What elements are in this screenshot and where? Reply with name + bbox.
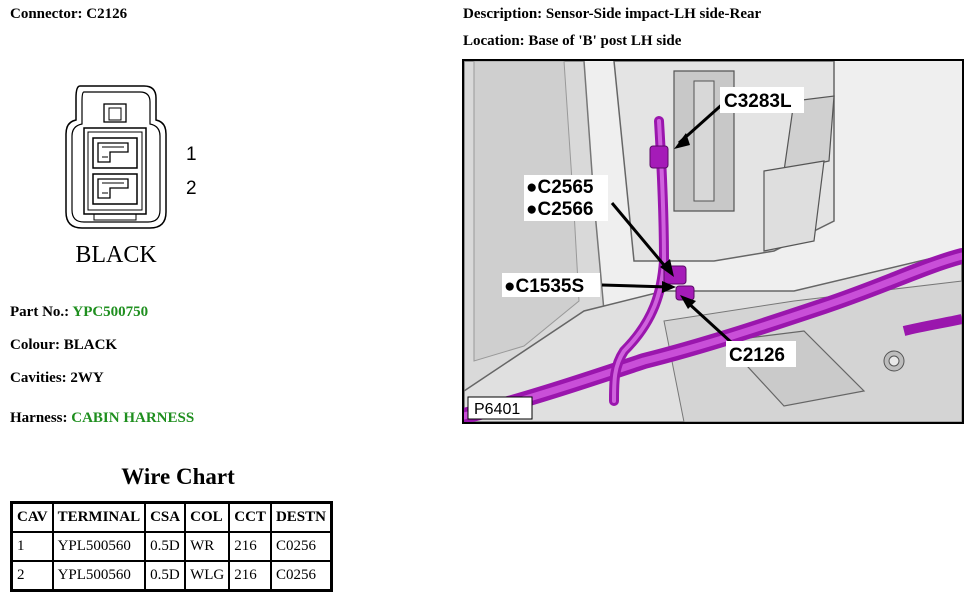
colour-row: Colour: BLACK — [10, 337, 117, 354]
header-destn: DESTN — [269, 501, 333, 533]
table-row: 1 YPL500560 0.5D WR 216 C0256 — [10, 531, 333, 562]
picture-code: P6401 — [474, 401, 520, 418]
description-heading: Description: Sensor-Side impact-LH side-… — [463, 6, 761, 23]
location-heading: Location: Base of 'B' post LH side — [463, 33, 681, 50]
cell-destn: C0256 — [269, 560, 333, 592]
cell-cav: 1 — [10, 531, 54, 562]
location-label: Location: — [463, 33, 525, 49]
harness-row: Harness: CABIN HARNESS — [10, 410, 194, 427]
wire-chart-header-row: CAV TERMINAL CSA COL CCT DESTN — [10, 501, 333, 533]
part-number-label: Part No.: — [10, 304, 70, 320]
header-cct: CCT — [228, 501, 272, 533]
callout-c2126: C2126 — [729, 345, 785, 366]
cavities-value: 2WY — [70, 370, 104, 386]
connector-face-diagram: 1 2 BLACK — [65, 85, 197, 268]
header-terminal: TERMINAL — [51, 501, 147, 533]
harness-link[interactable]: CABIN HARNESS — [71, 410, 195, 426]
pin-number-2: 2 — [186, 178, 197, 199]
harness-label: Harness: — [10, 410, 68, 426]
colour-value: BLACK — [63, 337, 118, 353]
colour-label: Colour: — [10, 337, 60, 353]
connector-label: Connector: — [10, 6, 83, 22]
wire-chart-table: CAV TERMINAL CSA COL CCT DESTN 1 YPL5005… — [10, 501, 333, 592]
table-row: 2 YPL500560 0.5D WLG 216 C0256 — [10, 560, 333, 592]
cell-csa: 0.5D — [144, 560, 187, 592]
cell-cct: 216 — [228, 560, 272, 592]
location-value: Base of 'B' post LH side — [528, 33, 682, 49]
location-illustration: C3283L ●C2565 ●C2566 ●C1535S C2126 P6401 — [462, 59, 964, 424]
cell-destn: C0256 — [269, 531, 333, 562]
wire-chart-title: Wire Chart — [121, 464, 235, 489]
callout-c1535s: ●C1535S — [504, 276, 584, 297]
part-number-link[interactable]: YPC500750 — [72, 304, 149, 320]
cell-csa: 0.5D — [144, 531, 187, 562]
pin-number-1: 1 — [186, 144, 197, 165]
cavities-label: Cavities: — [10, 370, 67, 386]
part-number-row: Part No.: YPC500750 — [10, 304, 148, 321]
connector-colour-text: BLACK — [75, 242, 157, 268]
callout-c2566: ●C2566 — [526, 199, 593, 220]
cell-col: WR — [184, 531, 231, 562]
description-label: Description: — [463, 6, 543, 22]
header-csa: CSA — [144, 501, 187, 533]
cell-terminal: YPL500560 — [51, 560, 147, 592]
cell-terminal: YPL500560 — [51, 531, 147, 562]
location-illustration-drawing: C3283L ●C2565 ●C2566 ●C1535S C2126 P6401 — [464, 61, 962, 422]
cell-col: WLG — [184, 560, 231, 592]
cell-cct: 216 — [228, 531, 272, 562]
header-col: COL — [184, 501, 231, 533]
description-value: Sensor-Side impact-LH side-Rear — [545, 6, 762, 22]
callout-c2565: ●C2565 — [526, 177, 594, 198]
cavities-row: Cavities: 2WY — [10, 370, 104, 387]
connector-id: C2126 — [86, 6, 128, 22]
cell-cav: 2 — [10, 560, 54, 592]
connector-heading: Connector: C2126 — [10, 6, 127, 23]
header-cav: CAV — [10, 501, 54, 533]
callout-c3283l: C3283L — [724, 91, 792, 112]
